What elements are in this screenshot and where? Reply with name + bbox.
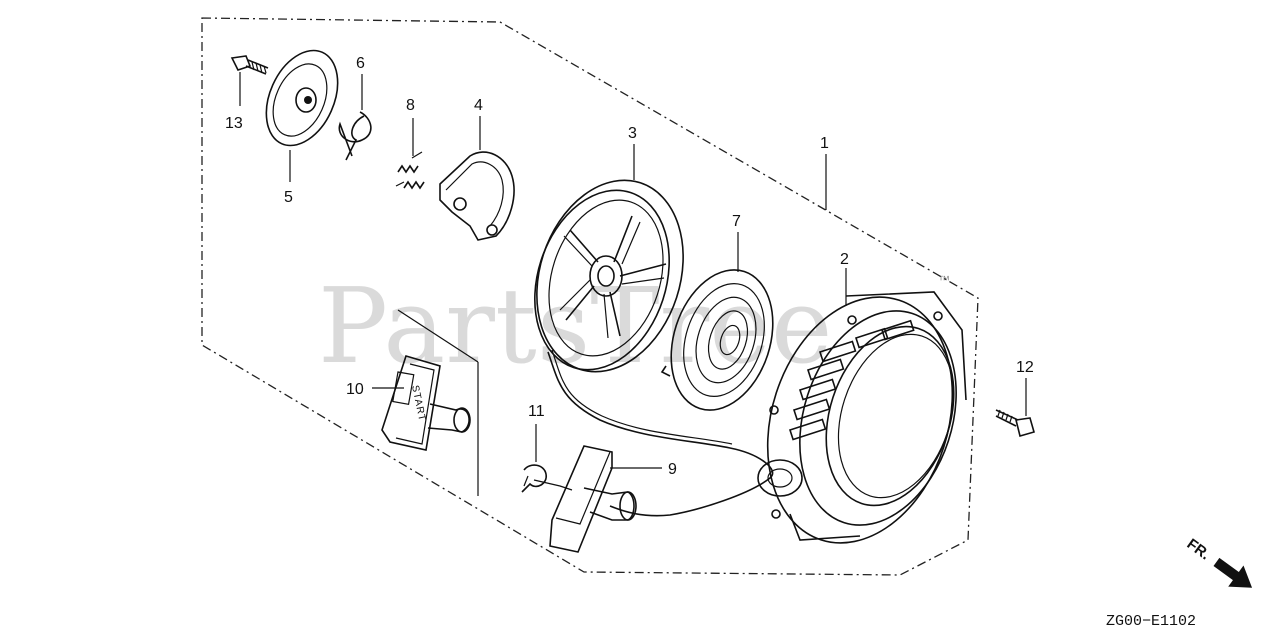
bolt-13 (230, 55, 269, 75)
drawing-code: ZG00−E1102 (1106, 613, 1196, 630)
callout-1: 1 (820, 135, 829, 152)
callout-13: 13 (225, 115, 243, 132)
trademark-symbol: ™ (938, 273, 950, 287)
callout-5: 5 (284, 189, 293, 206)
knob-start-text: START (409, 384, 427, 422)
bolt-12 (995, 409, 1035, 437)
starter-rope (547, 351, 774, 517)
fr-label: FR. (1184, 535, 1214, 563)
spring-clip-6 (338, 111, 372, 161)
callout-2: 2 (840, 251, 849, 268)
starter-grip-9 (549, 445, 637, 553)
callout-9: 9 (668, 461, 677, 478)
knob-box-top (397, 309, 479, 363)
callout-8: 8 (406, 97, 415, 114)
ratchet-4 (439, 151, 515, 241)
starter-case-2 (757, 291, 967, 544)
front-direction-arrow: FR. (1184, 535, 1253, 588)
recoil-spring-7 (660, 269, 774, 411)
friction-plate-5 (265, 49, 339, 147)
ratchet-spring-8 (395, 151, 425, 190)
reel-pulley-3 (534, 179, 684, 373)
callout-3: 3 (628, 125, 637, 142)
callout-6: 6 (356, 55, 365, 72)
callout-11: 11 (528, 403, 545, 420)
rope-clip-11 (521, 464, 573, 493)
callout-7: 7 (732, 213, 741, 230)
arrow-icon (1213, 557, 1253, 588)
callout-4: 4 (474, 97, 483, 114)
callout-12: 12 (1016, 359, 1034, 376)
callout-10: 10 (346, 381, 364, 398)
